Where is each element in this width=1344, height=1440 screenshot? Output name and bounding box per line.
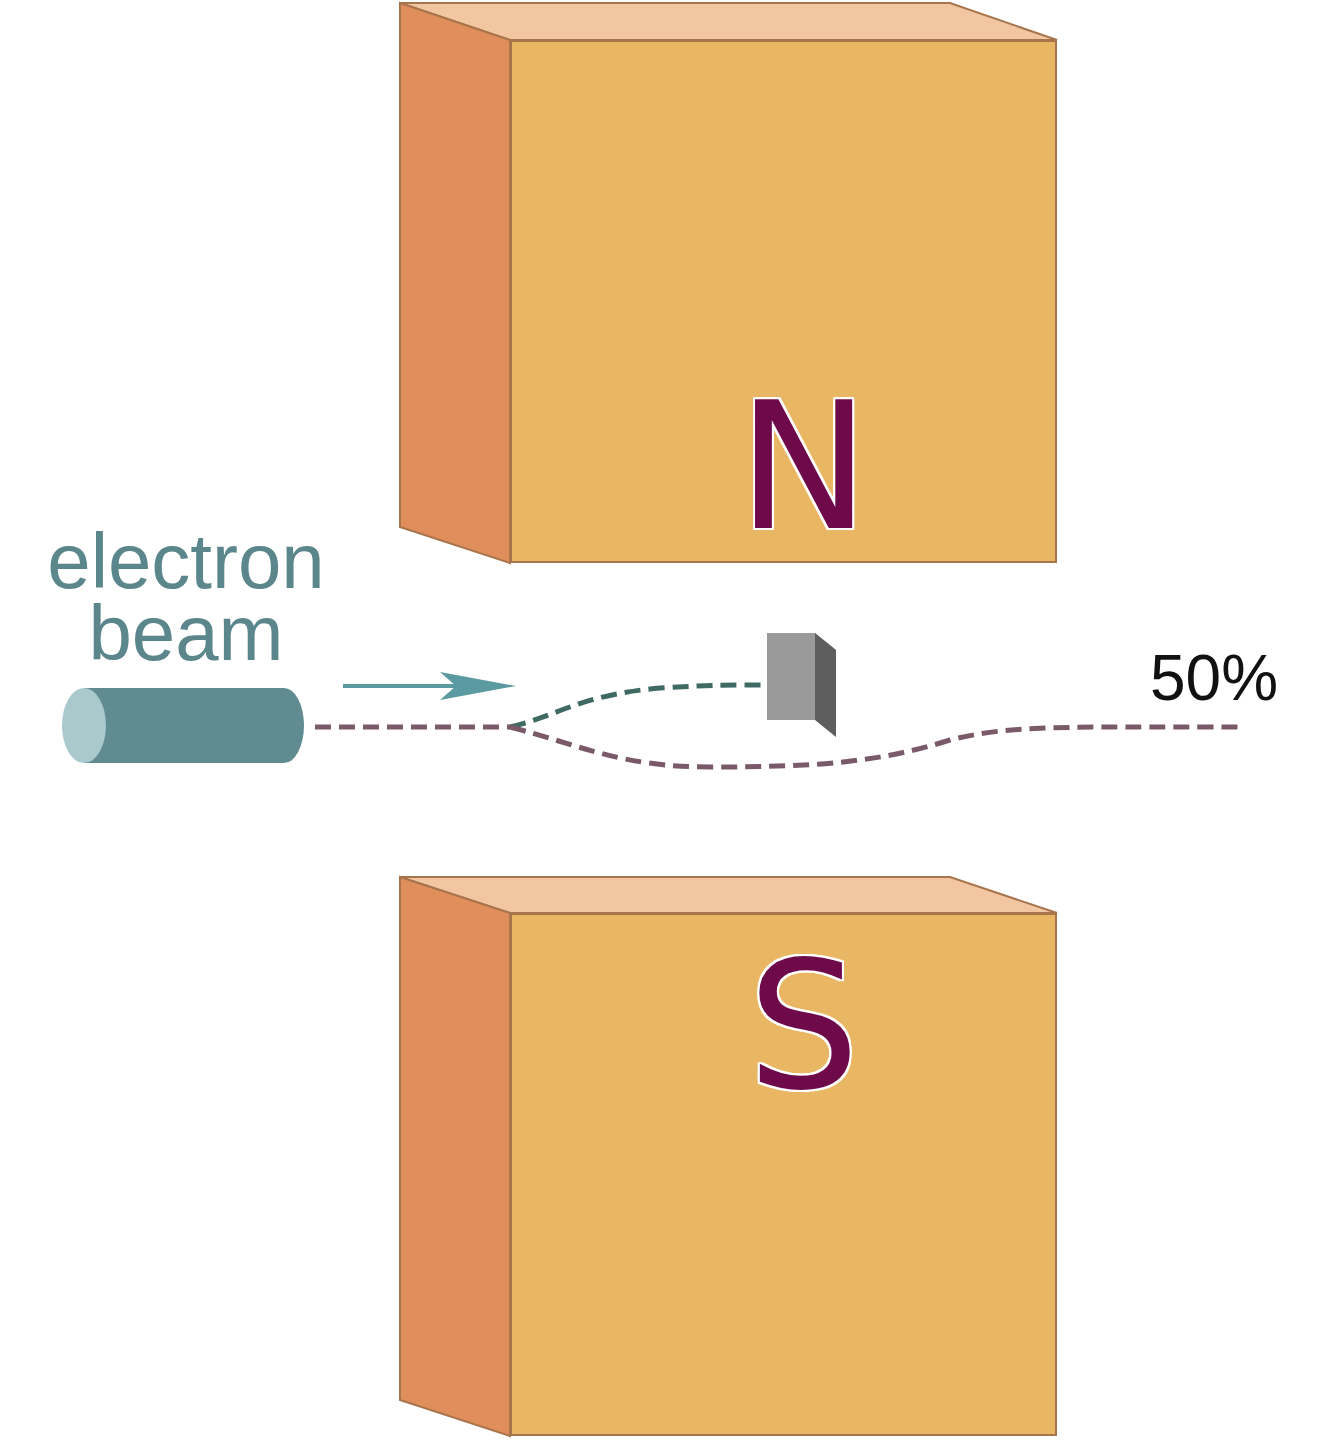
beam-path (510, 685, 790, 727)
magnet-top (400, 3, 1057, 40)
blocker-front (767, 633, 815, 720)
pole-letter: N (512, 380, 1055, 556)
pole-letter: S (512, 940, 1055, 1116)
arrowhead (440, 672, 516, 700)
beam-path (510, 727, 1245, 767)
magnet-top (400, 877, 1057, 913)
percentage-label: 50% (1150, 642, 1340, 714)
blocker-side (815, 633, 836, 737)
gun-end (264, 688, 304, 763)
gun-face (62, 688, 106, 763)
magnet-side (400, 3, 510, 563)
magnet-side (400, 877, 510, 1436)
beam-label: electron beam (0, 525, 372, 669)
magnet-pole: N (510, 40, 1057, 563)
magnet-pole: S (510, 913, 1057, 1436)
beam-path (315, 725, 510, 730)
gun-body (84, 688, 284, 763)
